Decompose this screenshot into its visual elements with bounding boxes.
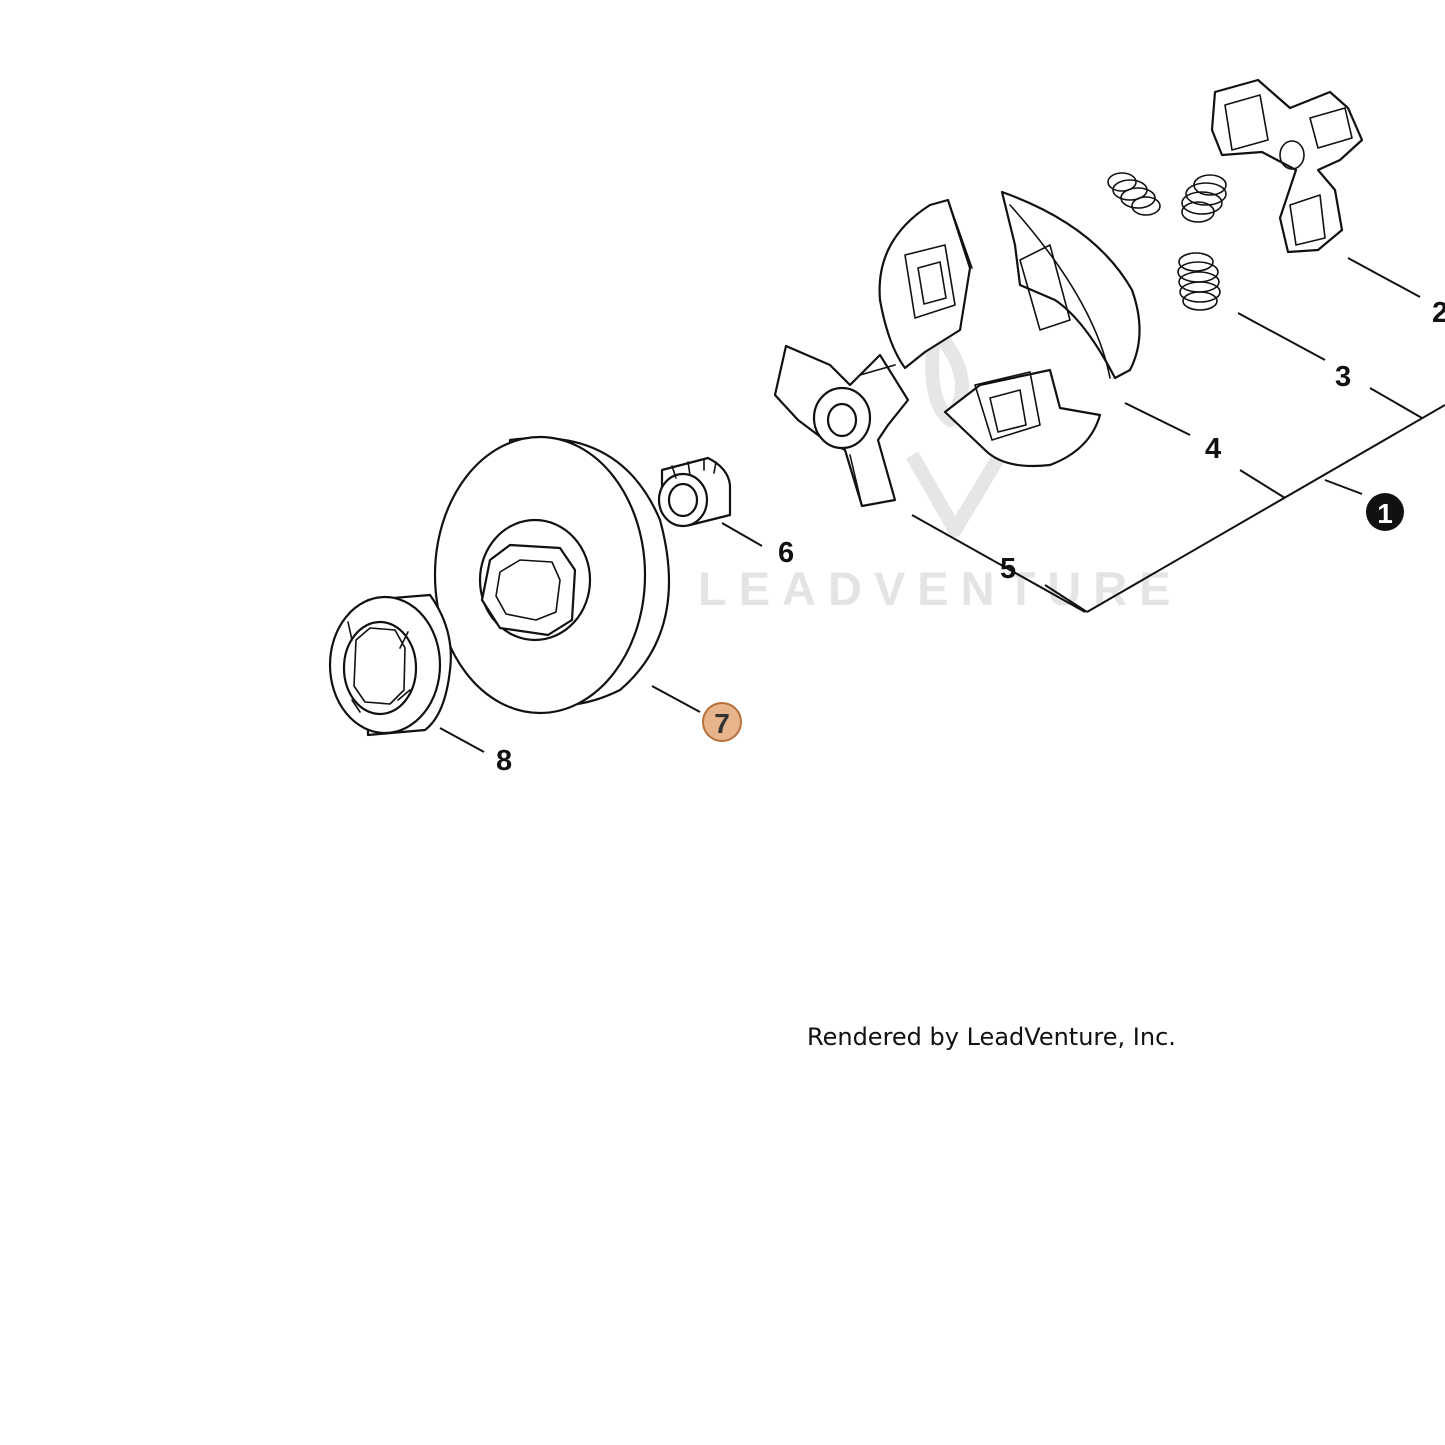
leader-lines <box>439 257 1445 753</box>
part-needle-bearing[interactable] <box>657 456 732 528</box>
part-clutch-shoe-bottom[interactable] <box>943 368 1102 468</box>
callout-6-label[interactable]: 6 <box>778 537 794 569</box>
callout-5-label[interactable]: 5 <box>1000 553 1016 585</box>
callout-3-label[interactable]: 3 <box>1335 361 1351 393</box>
part-clutch-spider[interactable] <box>773 344 910 508</box>
watermark-logo-icon <box>905 323 1007 537</box>
callout-7-highlight-badge <box>702 702 742 742</box>
callout-8-label[interactable]: 8 <box>496 745 512 777</box>
part-rim-sprocket[interactable] <box>328 593 452 737</box>
part-clutch-shoe-left[interactable] <box>878 198 973 370</box>
watermark-text: LEADVENTURE <box>698 562 1183 615</box>
callout-7[interactable]: 7 <box>702 702 742 742</box>
callout-1[interactable]: 1 <box>1366 493 1404 531</box>
part-spring-2[interactable] <box>1181 174 1227 223</box>
callout-1-badge <box>1366 493 1404 531</box>
callout-4-label[interactable]: 4 <box>1205 433 1221 465</box>
part-spring-1[interactable] <box>1107 172 1161 216</box>
callout-2-label[interactable]: 2 <box>1432 297 1445 329</box>
part-clutch-hub[interactable] <box>1210 78 1364 254</box>
part-clutch-drum[interactable] <box>433 435 671 715</box>
callout-1-label: 1 <box>1377 498 1393 529</box>
footer-credit: Rendered by LeadVenture, Inc. <box>807 1023 1176 1051</box>
callout-7-label: 7 <box>714 708 730 739</box>
part-clutch-shoe-right[interactable] <box>1000 190 1141 380</box>
watermark: LEADVENTURE <box>698 323 1183 615</box>
part-spring-3[interactable] <box>1177 252 1221 311</box>
